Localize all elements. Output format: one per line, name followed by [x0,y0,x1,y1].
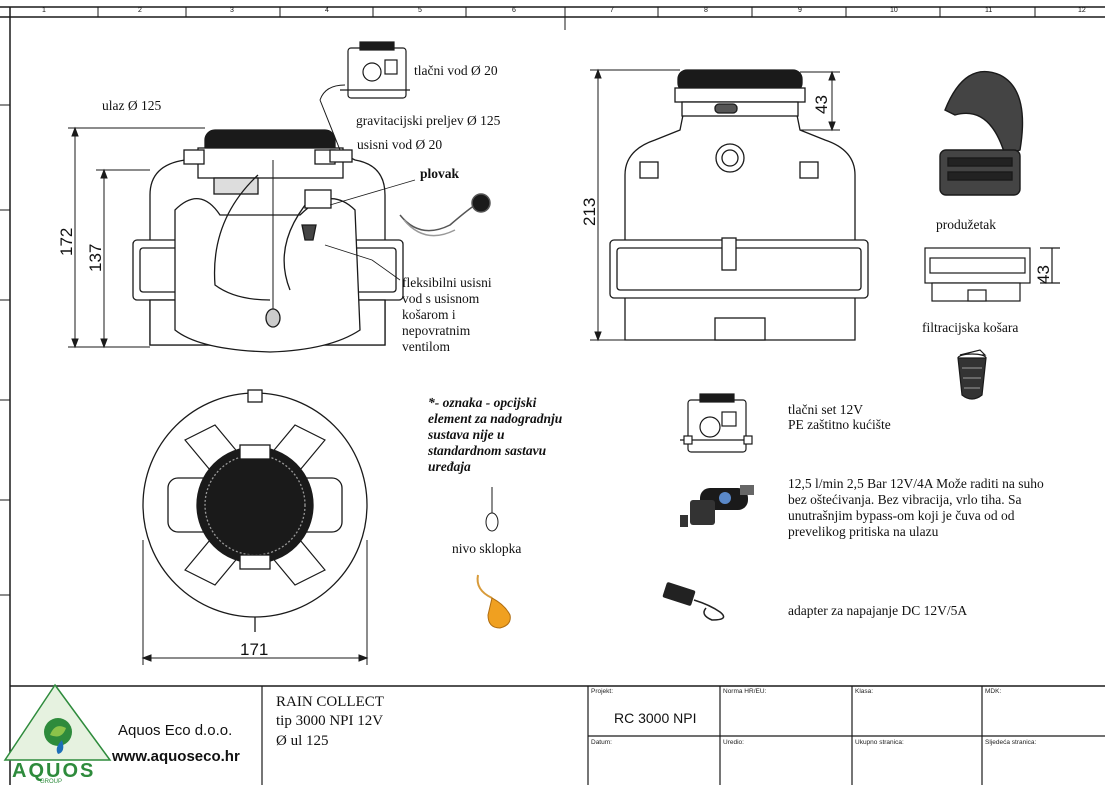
ruler-mark: 10 [890,7,898,14]
edited-label: Uredio: [723,739,744,746]
company-name: Aquos Eco d.o.o. [118,722,233,739]
product-line-2: tip 3000 NPI 12V [276,713,384,729]
project-value: RC 3000 NPI [614,710,697,726]
ruler-mark: 1 [42,7,46,14]
extension-lid-icon [939,70,1024,196]
pump-icon [680,485,754,527]
product-line-1: RAIN COLLECT [276,694,384,710]
class-label: Klasa: [855,688,874,695]
top-ruler: 1 2 3 4 5 6 7 8 9 10 11 12 [0,6,1105,18]
leader-lines [324,179,416,281]
level-switch-diagram [485,487,499,532]
title-block-frame [261,686,1105,785]
logo-text: AQUOS [12,760,96,782]
dim-171: 171 [240,640,269,659]
level-switch-label: nivo sklopka [452,541,522,556]
ruler-mark: 5 [418,7,422,14]
dim-137: 137 [86,243,105,272]
dimension-lines-front [68,126,205,349]
extension-diagram [924,247,1060,302]
dim-172: 172 [57,227,76,256]
pump-description: 12,5 l/min 2,5 Bar 12V/4A Može raditi na… [788,476,1044,539]
pressure-set-label: tlačni set 12V [788,402,863,417]
ruler-mark: 3 [230,7,234,14]
ruler-mark: 12 [1078,7,1086,14]
pressure-set-icon [680,393,753,453]
tank-side-view [609,69,869,341]
level-switch-photo [476,574,511,629]
inlet-label: ulaz Ø 125 [102,98,162,113]
date-label: Datum: [591,739,612,746]
adapter-label: adapter za napajanje DC 12V/5A [788,603,968,618]
company-website: www.aquoseco.hr [112,748,240,765]
project-label: Projekt: [591,688,614,695]
extension-label: produžetak [936,217,996,232]
next-page-label: Sljedeća stranica: [985,739,1037,746]
pe-housing-label: PE zaštitno kućište [788,417,891,432]
norm-label: Norma HR/EU: [723,688,767,695]
aquos-logo [3,683,112,761]
tank-top-view [142,389,368,632]
mdk-label: MDK: [985,688,1002,695]
suction-pipe-label: usisni vod Ø 20 [357,137,443,152]
ruler-mark: 4 [325,7,329,14]
total-pages-label: Ukupno stranica: [855,739,904,746]
optional-element-note: *- oznaka - opcijski element za nadograd… [428,395,563,474]
ruler-mark: 7 [610,7,614,14]
float-label: plovak [420,166,460,181]
gravity-overflow-label: gravitacijski preljev Ø 125 [356,113,501,128]
ruler-mark: 2 [138,7,142,14]
float-accessory-icon [399,193,491,237]
product-line-3: Ø ul 125 [276,733,329,749]
pressure-set-top-icon [340,41,410,99]
ruler-mark: 8 [704,7,708,14]
logo-subtext: GROUP [40,779,63,785]
tank-front-view [132,84,404,353]
ruler-mark: 11 [985,7,993,14]
filter-basket-icon [957,349,987,400]
pressure-pipe-label: tlačni vod Ø 20 [414,63,498,78]
flexible-hose-label: fleksibilni usisni vod s usisnom košarom… [402,275,492,354]
dimension-line-top-view [141,540,369,665]
dim-43-top: 43 [812,95,831,114]
filter-basket-label: filtracijska košara [922,320,1019,335]
dim-213: 213 [580,197,599,226]
dimension-lines-side [590,68,840,342]
ruler-mark: 9 [798,7,802,14]
drawing-frame [0,6,1105,785]
ruler-mark: 6 [512,7,516,14]
adapter-icon [662,582,725,621]
dim-43-extension: 43 [1034,265,1053,284]
